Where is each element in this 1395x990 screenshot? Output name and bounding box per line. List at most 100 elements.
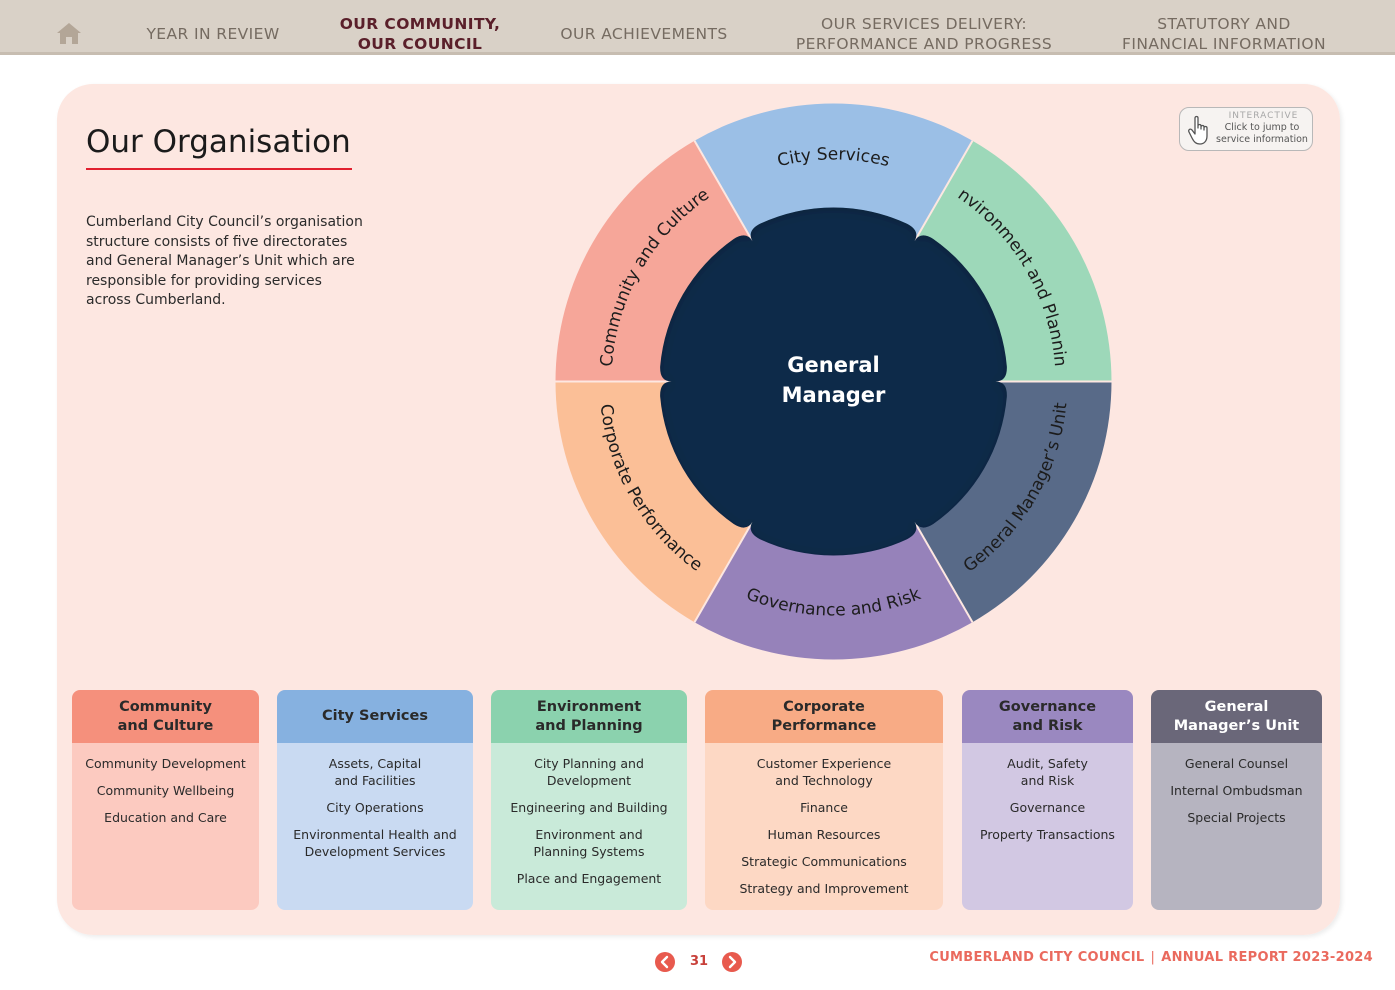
chevron-left-icon <box>660 955 669 969</box>
badge-line-2: service information <box>1216 134 1308 145</box>
card-item-line-1: City Planning and <box>534 756 644 771</box>
nav-label-line-1: OUR SERVICES DELIVERY: <box>821 15 1027 33</box>
segment-corporate-performance[interactable] <box>555 381 759 623</box>
general-manager-hub[interactable] <box>660 207 1007 556</box>
next-page-button[interactable] <box>722 952 742 972</box>
card-title-line-1: Governance <box>998 698 1097 715</box>
card-item[interactable]: Assets, Capital and Facilities <box>277 755 473 789</box>
nav-label-line-1: STATUTORY AND <box>1157 15 1291 33</box>
nav-label: OUR ACHIEVEMENTS <box>560 25 728 43</box>
interactive-badge: INTERACTIVE Click to jump to service inf… <box>1179 107 1313 151</box>
card-item[interactable]: Customer Experience and Technology <box>705 755 943 789</box>
card-title-line-2: and Culture <box>117 717 214 734</box>
card-item[interactable]: Finance <box>800 800 848 815</box>
card-item[interactable]: Education and Care <box>104 810 227 825</box>
card-item[interactable]: Strategy and Improvement <box>739 881 909 896</box>
card-city-services[interactable]: City Services Assets, Capital and Facilit… <box>277 690 473 910</box>
card-header: Community and Culture <box>72 690 259 743</box>
nav-our-community-our-council[interactable]: OUR COMMUNITY, OUR COUNCIL <box>330 14 510 54</box>
card-item[interactable]: Community Wellbeing <box>96 783 235 798</box>
card-item[interactable]: General Counsel <box>1184 756 1289 771</box>
home-button[interactable] <box>54 20 84 46</box>
top-navigation: YEAR IN REVIEW OUR COMMUNITY, OUR COUNCI… <box>0 0 1395 55</box>
segment-community-and-culture[interactable] <box>555 140 759 382</box>
card-item[interactable]: Community Development <box>85 756 246 771</box>
home-icon <box>57 23 81 44</box>
card-item[interactable]: Strategic Communications <box>741 854 907 869</box>
card-governance-and-risk[interactable]: Governance and Risk Audit, Safety and Risk… <box>962 690 1133 910</box>
card-item-line-1: Environment and <box>535 827 643 842</box>
segment-environment-and-planning[interactable] <box>908 140 1112 382</box>
footer-report-name: ANNUAL REPORT 2023-2024 <box>1161 950 1373 965</box>
card-item[interactable]: City Operations <box>326 800 424 815</box>
card-item[interactable]: Engineering and Building <box>510 800 668 815</box>
nav-label-line-2: OUR COUNCIL <box>357 35 483 53</box>
card-item-line-2: and Facilities <box>334 773 416 788</box>
card-title-line-1: General <box>1204 698 1269 715</box>
segment-city-services[interactable] <box>694 103 973 252</box>
card-body: Community Development Community Wellbein… <box>72 743 259 910</box>
card-item-line-1: Customer Experience <box>756 756 892 771</box>
card-title-line-2: and Risk <box>1012 717 1083 734</box>
nav-our-achievements[interactable]: OUR ACHIEVEMENTS <box>548 24 740 44</box>
title-underline <box>86 168 352 170</box>
nav-year-in-review[interactable]: YEAR IN REVIEW <box>140 24 286 44</box>
card-title-line-2: Performance <box>771 717 877 734</box>
card-item[interactable]: Internal Ombudsman <box>1170 783 1303 798</box>
card-body: Assets, Capital and Facilities City Opera… <box>277 743 473 910</box>
hub-label-line-2: Manager <box>782 383 886 407</box>
nav-label-line-1: OUR COMMUNITY, <box>339 15 501 33</box>
nav-statutory-financial-information[interactable]: STATUTORY AND FINANCIAL INFORMATION <box>1104 14 1344 54</box>
nav-our-services-delivery[interactable]: OUR SERVICES DELIVERY: PERFORMANCE AND P… <box>782 14 1066 54</box>
card-title-line-1: Community <box>119 698 212 715</box>
card-title-line-1: Corporate <box>783 698 865 715</box>
page-number: 31 <box>689 954 709 969</box>
wheel-segment-governance-and-risk[interactable]: Governance and Risk <box>694 511 973 660</box>
organisation-wheel: City Services Environment and Planning G… <box>553 101 1112 660</box>
intro-paragraph: Cumberland City Council’s organisation s… <box>86 214 363 308</box>
card-item-line-2: and Technology <box>775 773 873 788</box>
hub-label-line-1: General <box>787 353 879 377</box>
card-item[interactable]: Property Transactions <box>980 827 1115 842</box>
card-item-line-2: Planning Systems <box>533 844 645 859</box>
card-item-line-2: and Risk <box>1020 773 1075 788</box>
segment-divider <box>907 510 974 623</box>
card-item[interactable]: Place and Engagement <box>516 871 662 886</box>
chevron-right-icon <box>728 955 737 969</box>
card-item[interactable]: Human Resources <box>767 827 881 842</box>
footer-separator: | <box>1150 950 1156 965</box>
wheel-segment-city-services[interactable]: City Services <box>694 103 973 252</box>
badge-title: INTERACTIVE <box>1228 111 1299 121</box>
badge-line-1: Click to jump to <box>1224 122 1300 133</box>
nav-label-line-2: FINANCIAL INFORMATION <box>1122 35 1326 53</box>
card-item[interactable]: Governance <box>1009 800 1086 815</box>
segment-divider <box>693 510 760 623</box>
card-body: Audit, Safety and Risk Governance Propert… <box>962 743 1133 910</box>
previous-page-button[interactable] <box>655 952 675 972</box>
card-title-line-1: City Services <box>322 708 428 724</box>
card-item[interactable]: Audit, Safety and Risk <box>962 755 1133 789</box>
segment-divider <box>693 140 760 253</box>
card-item[interactable]: Special Projects <box>1187 810 1286 825</box>
page-title: Our Organisation <box>86 124 351 160</box>
segment-governance-and-risk[interactable] <box>694 511 973 660</box>
hand-pointer-icon <box>1188 115 1208 145</box>
card-item-line-1: Assets, Capital <box>328 756 422 771</box>
card-community-and-culture[interactable]: Community and Culture Community Developme… <box>72 690 259 910</box>
card-item-line-2: Development <box>546 773 632 788</box>
footer-org-name: CUMBERLAND CITY COUNCIL <box>929 950 1145 965</box>
card-header: Governance and Risk <box>962 690 1133 743</box>
card-item-line-1: Audit, Safety <box>1007 756 1088 771</box>
nav-label: YEAR IN REVIEW <box>146 25 280 43</box>
card-title-line-2: and Planning <box>535 717 643 734</box>
segment-general-managers-unit[interactable] <box>908 381 1112 623</box>
card-item-line-1: Environmental Health and <box>293 827 457 842</box>
